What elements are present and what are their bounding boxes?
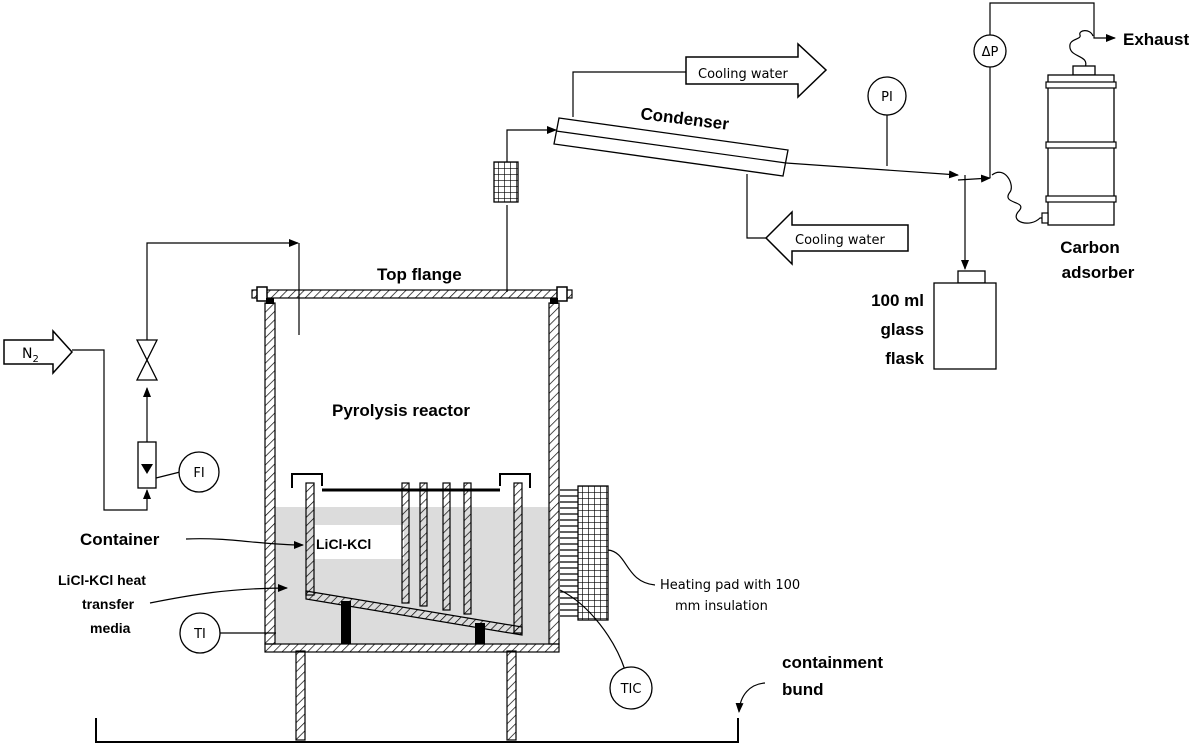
cooling-water-out-arrow: [685, 42, 828, 99]
cooling-water-in-label: Cooling water: [795, 233, 886, 248]
heating-pad-label-2: mm insulation: [675, 599, 768, 614]
flask-label-1: 100 ml: [871, 291, 924, 310]
media-label-3: media: [90, 620, 131, 636]
glass-flask: [933, 270, 997, 370]
licl-kcl-label: LiCl-KCl: [316, 536, 371, 552]
media-leader: [149, 584, 288, 604]
pyrolysis-reactor-label: Pyrolysis reactor: [332, 401, 470, 420]
container-leader: [185, 538, 304, 549]
svg-text:PI: PI: [881, 90, 893, 105]
heating-pad-label-1: Heating pad with 100: [660, 578, 800, 593]
container-crucible: [291, 473, 531, 644]
n2-label: N2: [22, 346, 39, 365]
carbon-adsorber-label-2: adsorber: [1062, 263, 1135, 282]
cooling-water-in-arrow: [764, 210, 909, 266]
carbon-adsorber: [1041, 65, 1117, 226]
exhaust-label: Exhaust: [1123, 30, 1189, 49]
condenser-label: Condenser: [640, 104, 731, 134]
svg-text:ΔP: ΔP: [982, 45, 999, 60]
reactor-legs: [295, 650, 517, 741]
condenser: [553, 42, 959, 266]
heat-transfer-media: [275, 507, 551, 644]
top-flange-label: Top flange: [377, 265, 462, 284]
carbon-adsorber-label-1: Carbon: [1060, 238, 1120, 257]
filter: [493, 161, 519, 203]
flask-label-2: glass: [881, 320, 924, 339]
delta-p-gauge: ΔP: [973, 34, 1007, 68]
pi-gauge: PI: [867, 76, 907, 116]
flask-label-3: flask: [885, 349, 924, 368]
ti-gauge: TI: [179, 612, 221, 654]
tic-line: [559, 589, 626, 671]
cooling-water-out-label: Cooling water: [698, 67, 789, 82]
n2-inlet-arrow: [3, 329, 74, 375]
tic-gauge: TIC: [609, 666, 653, 710]
heating-pad: [560, 485, 656, 621]
svg-text:TIC: TIC: [620, 682, 642, 697]
n2-feed-line: [3, 239, 300, 511]
bund-label-2: bund: [782, 680, 824, 699]
fi-gauge: FI: [178, 451, 220, 493]
containment-bund: [95, 682, 766, 743]
vapor-line: [493, 126, 557, 292]
pyrolysis-reactor-vessel: [251, 286, 573, 653]
svg-text:TI: TI: [193, 627, 206, 642]
valve: [135, 339, 159, 381]
top-flange: [251, 289, 573, 299]
container-label: Container: [80, 530, 160, 549]
bund-label-1: containment: [782, 653, 883, 672]
flask-adsorber-lines: [957, 2, 1116, 270]
media-label-2: transfer: [82, 596, 135, 612]
media-label-1: LiCl-KCl heat: [58, 572, 146, 588]
svg-text:FI: FI: [193, 466, 204, 481]
